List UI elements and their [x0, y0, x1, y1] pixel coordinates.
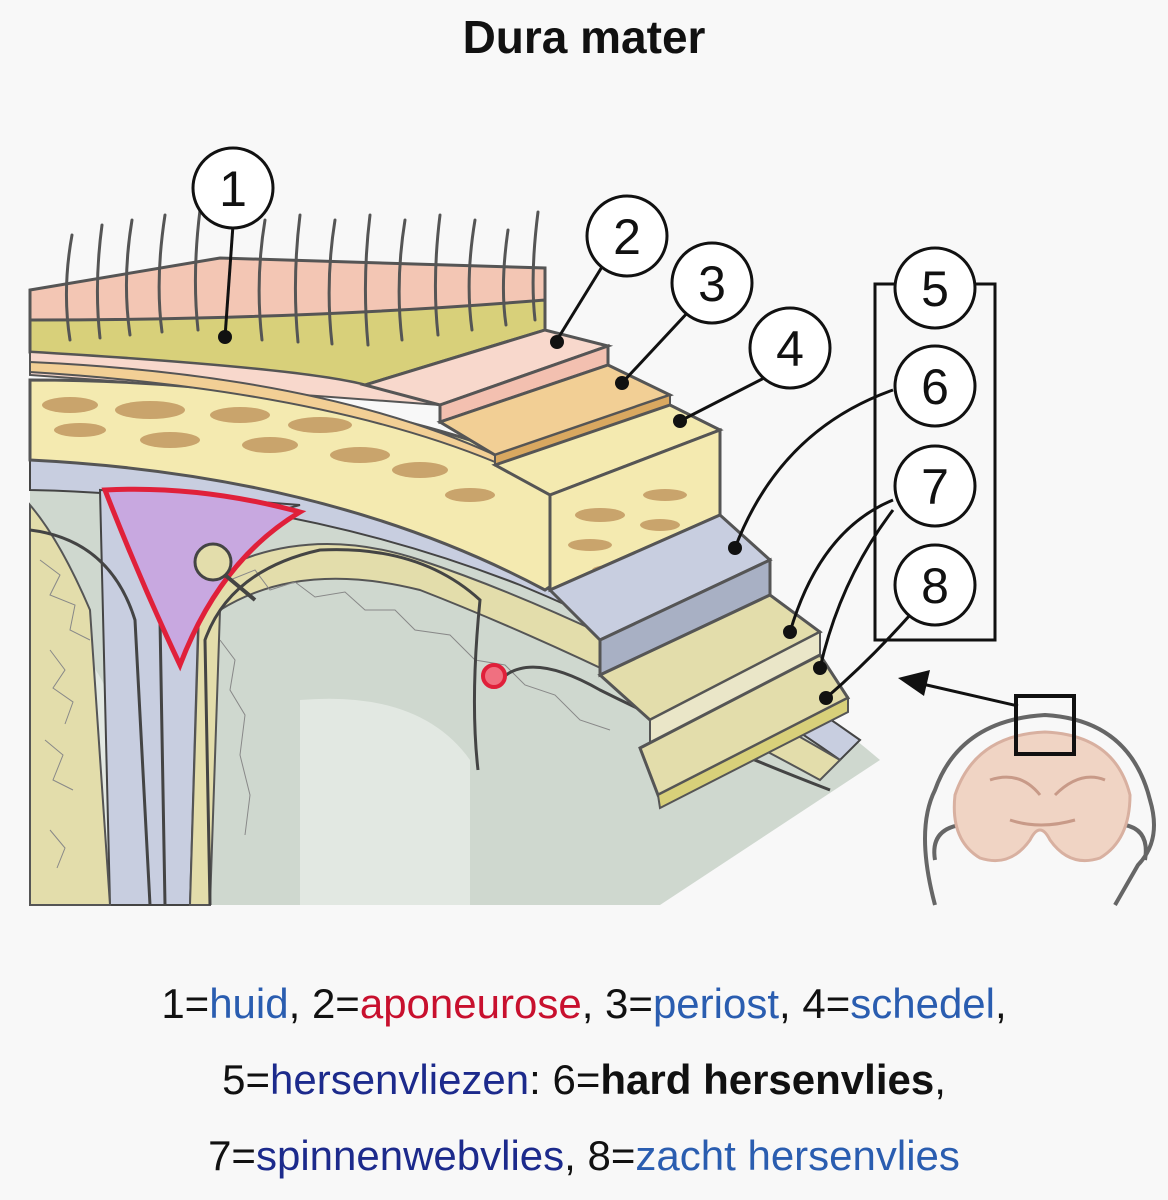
callout-3-circle — [670, 241, 754, 325]
leader-dots — [218, 330, 833, 705]
callout-8: 8 — [921, 558, 949, 614]
caption-text: , — [934, 1056, 946, 1103]
callout-8-circle — [893, 543, 977, 627]
bridging-vein — [481, 663, 507, 689]
diagram-title: Dura mater — [462, 11, 706, 63]
callout-5-circle — [893, 246, 977, 330]
hairs — [64, 208, 540, 347]
caption-text: 7= — [208, 1132, 256, 1179]
head-inset — [923, 694, 1156, 906]
callout-3: 3 — [698, 256, 726, 312]
sagittal-sinus — [101, 486, 307, 672]
link-periost[interactable]: periost — [652, 980, 779, 1027]
hard-hersenvlies-label: hard hersenvlies — [600, 1056, 935, 1103]
inset-selection-box — [1014, 694, 1076, 756]
layer-arachnoid — [597, 593, 823, 747]
caption-text: 1= — [161, 980, 210, 1027]
callout-4-circle — [748, 306, 832, 390]
callout-2: 2 — [613, 209, 641, 265]
callout-5: 5 — [921, 261, 949, 317]
caption-line-2: 5=hersenvliezen: 6=hard hersenvlies, — [0, 1056, 1168, 1104]
arachnoid-layer — [29, 502, 842, 906]
caption-line-3: 7=spinnenwebvlies, 8=zacht hersenvlies — [0, 1132, 1168, 1180]
caption-text: , 8= — [564, 1132, 636, 1179]
link-aponeurose[interactable]: aponeurose — [359, 980, 582, 1027]
layer-periosteum — [436, 363, 674, 467]
link-spinnenwebvlies[interactable]: spinnenwebvlies — [255, 1132, 565, 1179]
caption-text: , 2= — [288, 980, 360, 1027]
caption-line-1: 1=huid, 2=aponeurose, 3=periost, 4=sched… — [0, 980, 1168, 1028]
caption-text: , 4= — [779, 980, 851, 1027]
callout-7: 7 — [921, 459, 949, 515]
inset-arrow — [898, 670, 1019, 708]
caption-text: 5= — [222, 1056, 270, 1103]
link-hersenvliezen[interactable]: hersenvliezen — [269, 1056, 530, 1103]
callout-6: 6 — [921, 359, 949, 415]
link-zacht-hersenvlies[interactable]: zacht hersenvlies — [635, 1132, 960, 1179]
caption-text: : 6= — [529, 1056, 601, 1103]
callout-2-circle — [585, 194, 669, 278]
leader-lines — [223, 224, 997, 700]
layer-pia — [638, 653, 851, 810]
meninges-diagram: 1 2 3 4 5 6 7 8 — [28, 146, 1156, 906]
layer-bone — [491, 403, 724, 593]
callout-4: 4 — [776, 321, 804, 377]
callout-1-circle — [191, 146, 275, 230]
callout-1: 1 — [219, 161, 247, 217]
link-schedel[interactable]: schedel — [850, 980, 995, 1027]
callout-7-circle — [893, 444, 977, 528]
link-huid[interactable]: huid — [209, 980, 289, 1027]
caption-text: , 3= — [581, 980, 653, 1027]
caption-text: , — [995, 980, 1007, 1027]
callout-6-circle — [893, 344, 977, 428]
arachnoid-mesh — [39, 559, 611, 869]
